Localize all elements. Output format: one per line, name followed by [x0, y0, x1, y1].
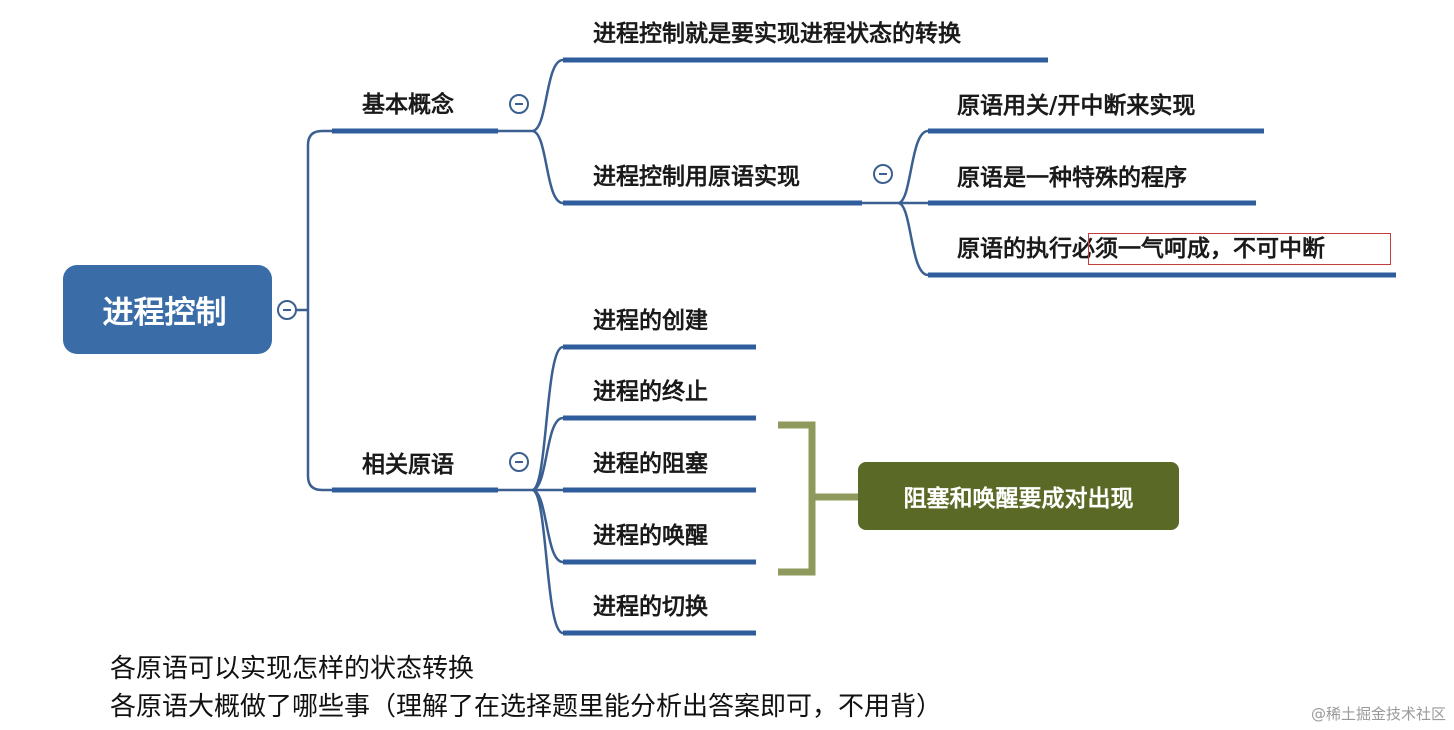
primitive-item-3-highlight: 必须一气呵成，不可中断	[1072, 236, 1325, 262]
concept-item-1[interactable]: 进程控制就是要实现进程状态的转换	[593, 21, 961, 47]
related-item-switch[interactable]: 进程的切换	[593, 594, 708, 620]
related-item-wakeup[interactable]: 进程的唤醒	[593, 523, 708, 549]
primitive-item-1[interactable]: 原语用关/开中断来实现	[957, 93, 1196, 119]
primitive-item-3[interactable]: 原语的执行必须一气呵成，不可中断	[957, 235, 1325, 263]
collapse-primitive-button[interactable]	[873, 164, 893, 184]
related-item-block[interactable]: 进程的阻塞	[593, 451, 708, 477]
collapse-basic-concept-button[interactable]	[509, 94, 529, 114]
connector-root-branches	[297, 129, 332, 492]
summary-bracket	[778, 421, 858, 576]
concept-item-2[interactable]: 进程控制用原语实现	[593, 164, 800, 190]
root-label: 进程控制	[102, 295, 227, 331]
connector-primitive	[862, 129, 929, 277]
primitive-item-3-text: 原语的执行	[957, 236, 1072, 262]
connector-related-primitives	[498, 345, 564, 635]
branch-basic-concept[interactable]: 基本概念	[362, 92, 454, 118]
watermark: @稀土掘金技术社区	[1310, 705, 1446, 723]
summary-node[interactable]: 阻塞和唤醒要成对出现	[858, 462, 1179, 530]
highlight-box	[1088, 233, 1391, 265]
branch-related-primitives[interactable]: 相关原语	[362, 452, 454, 478]
summary-label: 阻塞和唤醒要成对出现	[903, 486, 1134, 512]
root-node[interactable]: 进程控制	[63, 265, 272, 354]
footnote-line-1: 各原语可以实现怎样的状态转换	[110, 654, 475, 684]
related-item-create[interactable]: 进程的创建	[593, 308, 708, 334]
related-item-terminate[interactable]: 进程的终止	[593, 379, 708, 405]
collapse-related-primitives-button[interactable]	[509, 452, 529, 472]
primitive-item-2[interactable]: 原语是一种特殊的程序	[957, 165, 1187, 191]
collapse-root-button[interactable]	[277, 300, 297, 320]
connector-basic-concept	[498, 58, 564, 205]
footnote-line-2: 各原语大概做了哪些事（理解了在选择题里能分析出答案即可，不用背）	[110, 692, 943, 722]
